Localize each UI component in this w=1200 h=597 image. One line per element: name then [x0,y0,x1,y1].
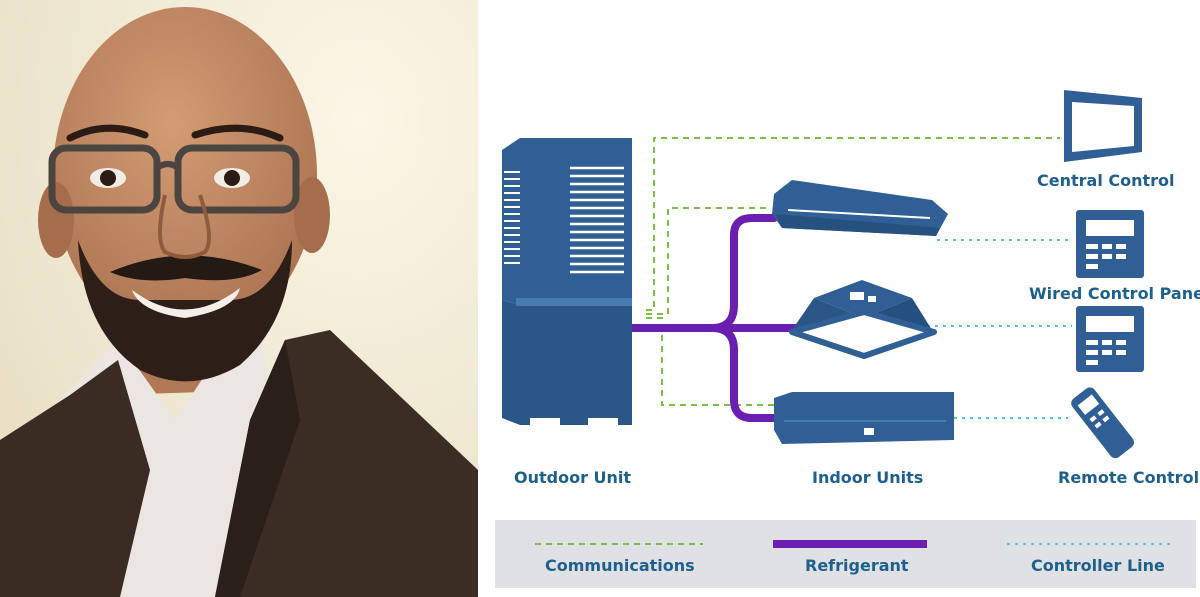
communications-lines [646,137,1060,406]
portrait-photo [0,0,478,597]
label-remote-control: Remote Control [1058,468,1200,487]
diagram-canvas [502,90,1144,459]
panel-divider [478,0,492,597]
vrf-system-diagram: Outdoor Unit Indoor Units Central Contro… [492,0,1200,597]
wall-unit-icon [774,392,954,444]
legend-label-controller-line: Controller Line [1031,556,1165,575]
controller-lines [927,239,1072,419]
wired-panel-icon [1076,210,1144,278]
monitor-icon [1064,90,1142,162]
portrait-illustration [0,0,478,597]
legend: Communications Refrigerant Controller Li… [495,520,1196,588]
refrigerant-lines [628,214,806,422]
wired-panel-icon [1076,306,1144,372]
remote-control-icon [1071,387,1135,459]
legend-label-communications: Communications [545,556,695,575]
ceiling-unit-icon [772,180,948,236]
label-indoor-units: Indoor Units [812,468,924,487]
label-wired-control-panel: Wired Control Panel [1029,284,1200,303]
label-central-control: Central Control [1037,171,1175,190]
legend-label-refrigerant: Refrigerant [805,556,909,575]
label-outdoor-unit: Outdoor Unit [514,468,632,487]
legend-swatches [535,540,1171,548]
cassette-unit-icon [789,280,937,359]
outdoor-unit-icon [502,138,632,428]
